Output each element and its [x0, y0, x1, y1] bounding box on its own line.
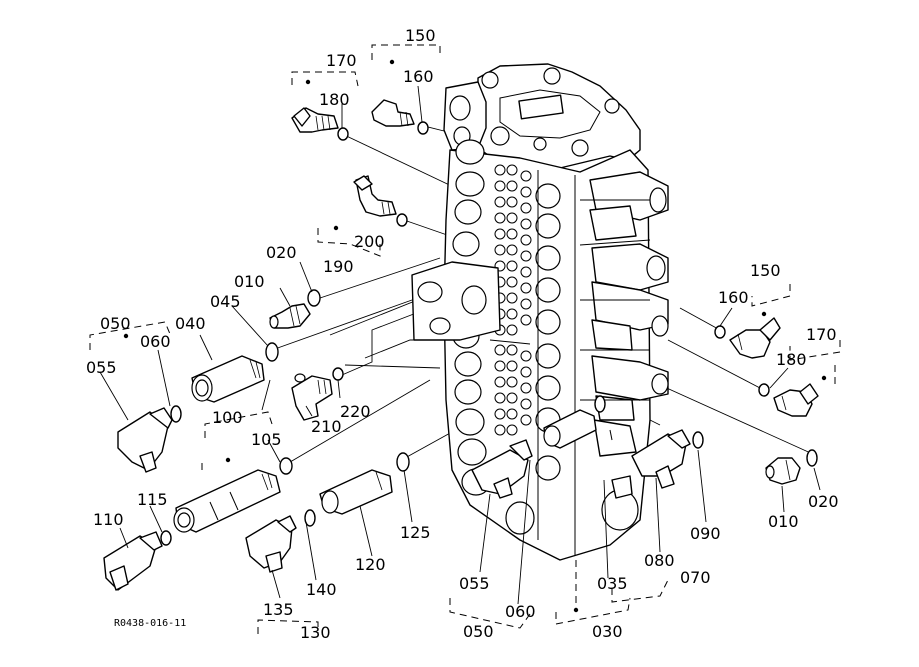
label-110: 110 — [93, 510, 124, 529]
label-180-top: 180 — [319, 90, 350, 109]
plug-010-right — [765, 457, 801, 485]
label-030: 030 — [592, 622, 623, 641]
drawing-code: R0438-016-11 — [114, 618, 187, 629]
elbow-fitting-170-right — [773, 383, 819, 417]
o-ring-020-right — [806, 449, 818, 467]
tee-fitting-210 — [291, 373, 333, 421]
label-020-left: 020 — [266, 243, 297, 262]
label-080: 080 — [644, 551, 675, 570]
reference-dots — [123, 59, 827, 613]
spool-caps — [589, 171, 669, 531]
tee-fitting-190 — [353, 175, 397, 217]
label-leaders — [99, 85, 821, 605]
elbow-fitting-150-top — [371, 99, 415, 127]
elbow-fitting-055-right — [471, 439, 533, 499]
label-130: 130 — [300, 623, 331, 642]
elbow-fitting-170-top — [291, 107, 339, 133]
o-ring-060-right — [594, 395, 606, 413]
elbow-fitting-080 — [611, 429, 691, 499]
label-010-left: 010 — [234, 272, 265, 291]
label-180-right: 180 — [776, 350, 807, 369]
label-055-right: 055 — [459, 574, 490, 593]
o-ring-105 — [279, 457, 293, 475]
o-ring-160-top — [417, 121, 429, 135]
o-ring-160-right — [714, 325, 726, 339]
label-010-right: 010 — [768, 512, 799, 531]
label-090: 090 — [690, 524, 721, 543]
label-120: 120 — [355, 555, 386, 574]
label-160-right: 160 — [718, 288, 749, 307]
o-ring-180-right — [758, 383, 770, 397]
o-ring-060-left — [170, 405, 182, 423]
label-045: 045 — [210, 292, 241, 311]
group-brackets — [89, 44, 841, 634]
elbow-fitting-055-left — [117, 407, 173, 473]
o-ring-090 — [692, 431, 704, 449]
o-ring-200 — [396, 213, 408, 227]
bolt-rows — [489, 164, 532, 436]
o-ring-140 — [304, 509, 316, 527]
plug-010-left — [269, 303, 311, 329]
elbow-fitting-135 — [245, 515, 297, 573]
o-ring-180-top — [337, 127, 349, 141]
label-115: 115 — [137, 490, 168, 509]
o-ring-115 — [160, 530, 172, 546]
label-050-right: 050 — [463, 622, 494, 641]
sleeve-040 — [191, 355, 265, 403]
o-ring-045 — [265, 342, 279, 362]
o-ring-020-left — [307, 289, 321, 307]
label-035: 035 — [597, 574, 628, 593]
label-150-right: 150 — [750, 261, 781, 280]
sleeve-060-right — [543, 409, 597, 449]
label-210: 210 — [311, 417, 342, 436]
label-170-top: 170 — [326, 51, 357, 70]
label-040: 040 — [175, 314, 206, 333]
label-135: 135 — [263, 600, 294, 619]
label-070: 070 — [680, 568, 711, 587]
label-190: 190 — [323, 257, 354, 276]
elbow-fitting-150-right — [729, 317, 781, 359]
elbow-fitting-110 — [103, 531, 163, 591]
label-140: 140 — [306, 580, 337, 599]
label-125: 125 — [400, 523, 431, 542]
label-150-top: 150 — [405, 26, 436, 45]
label-160-top: 160 — [403, 67, 434, 86]
o-ring-125 — [396, 452, 410, 472]
label-170-right: 170 — [806, 325, 837, 344]
label-200: 200 — [354, 232, 385, 251]
label-060-right: 060 — [505, 602, 536, 621]
label-105: 105 — [251, 430, 282, 449]
label-220: 220 — [340, 402, 371, 421]
section-seams — [537, 170, 651, 555]
label-055-left: 055 — [86, 358, 117, 377]
label-050-left: 050 — [100, 314, 131, 333]
sleeve-120 — [319, 469, 393, 515]
o-ring-220 — [332, 367, 344, 381]
label-100: 100 — [212, 408, 243, 427]
label-020-right: 020 — [808, 492, 839, 511]
sleeve-100 — [173, 469, 281, 533]
label-060-left: 060 — [140, 332, 171, 351]
